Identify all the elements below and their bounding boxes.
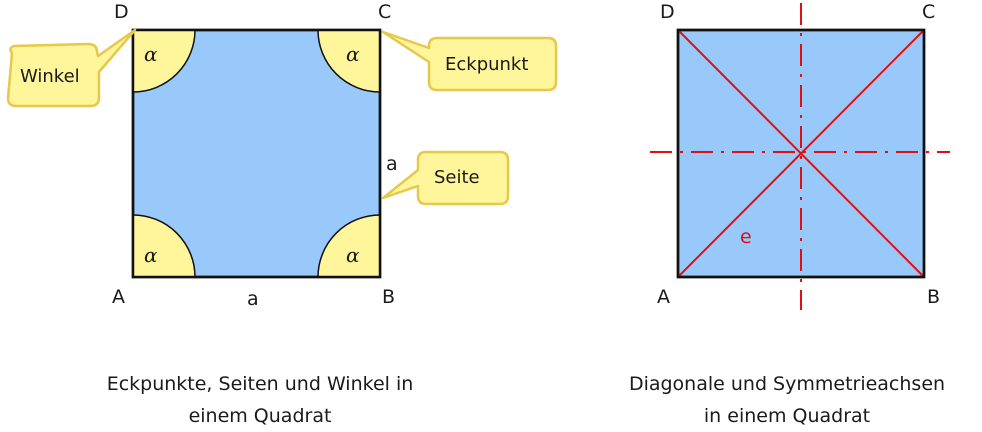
vertex-label-d: D xyxy=(114,1,129,23)
left-caption: Eckpunkte, Seiten und Winkel in einem Qu… xyxy=(60,368,460,432)
callout-winkel: Winkel xyxy=(6,28,137,108)
right-vertex-label-a: A xyxy=(657,286,670,308)
angle-sector-a xyxy=(132,214,196,278)
vertex-label-a: A xyxy=(112,286,125,308)
angle-label-c: α xyxy=(346,42,360,66)
side-label-right: a xyxy=(386,153,398,175)
callout-eckpunkt-text: Eckpunkt xyxy=(445,54,528,75)
vertex-label-c: C xyxy=(378,1,391,23)
angle-label-d: α xyxy=(144,42,158,66)
left-caption-line1: Eckpunkte, Seiten und Winkel in xyxy=(106,373,414,395)
angle-sector-d xyxy=(132,29,196,93)
angle-sector-b xyxy=(317,214,381,278)
right-caption-line1: Diagonale und Symmetrieachsen xyxy=(628,373,946,395)
right-square-figure: e D C A B xyxy=(650,1,950,310)
angle-label-b: α xyxy=(346,243,360,267)
vertex-label-b: B xyxy=(382,286,395,308)
left-square-figure: α α α α D C A B a a Winkel Eckpunkt Seit… xyxy=(6,1,558,310)
callout-seite-text: Seite xyxy=(434,167,480,188)
angle-sector-c xyxy=(317,29,381,93)
diagonal-bd xyxy=(677,29,925,278)
right-vertex-label-b: B xyxy=(927,286,940,308)
angle-label-a: α xyxy=(144,243,158,267)
callout-eckpunkt: Eckpunkt xyxy=(381,30,558,92)
diagonal-label-e: e xyxy=(740,226,752,248)
right-vertex-label-d: D xyxy=(660,1,675,23)
right-caption-line2: in einem Quadrat xyxy=(703,405,871,427)
callout-seite: Seite xyxy=(381,150,510,206)
right-vertex-label-c: C xyxy=(922,1,935,23)
left-caption-line2: einem Quadrat xyxy=(188,405,332,427)
right-caption: Diagonale und Symmetrieachsen in einem Q… xyxy=(602,368,972,432)
callout-winkel-text: Winkel xyxy=(20,66,80,87)
side-label-bottom: a xyxy=(247,288,259,310)
